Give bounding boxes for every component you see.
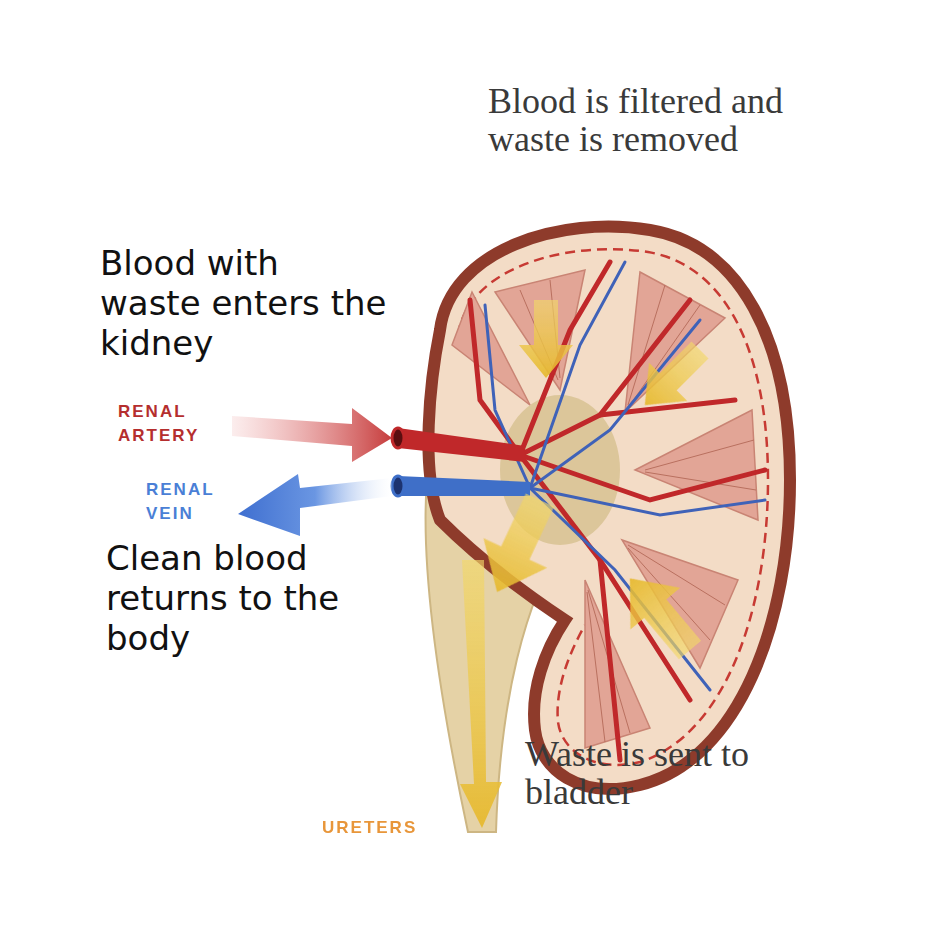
cortex-vessels [458,249,768,765]
outflow-arrow [238,474,392,536]
ureter-arrow [460,560,502,828]
ureter-label: URETERS [322,816,462,840]
renal-vein-vessel [398,476,530,496]
artery-opening [392,428,404,448]
filter-note: Blood is filtered and waste is removed [488,82,798,158]
arteries [470,262,765,760]
inflow-arrow [232,408,392,462]
artery-label: RENAL ARTERY [118,400,230,448]
renal-artery-vessel [398,428,525,462]
filtration-arrows [465,300,719,671]
veins [485,262,765,690]
outflow-note: Clean blood returns to the body [106,538,346,658]
vein-label: RENAL VEIN [146,478,242,526]
inflow-note: Blood with waste enters the kidney [100,243,390,363]
vein-opening [392,476,404,496]
waste-note: Waste is sent to bladder [525,735,775,811]
